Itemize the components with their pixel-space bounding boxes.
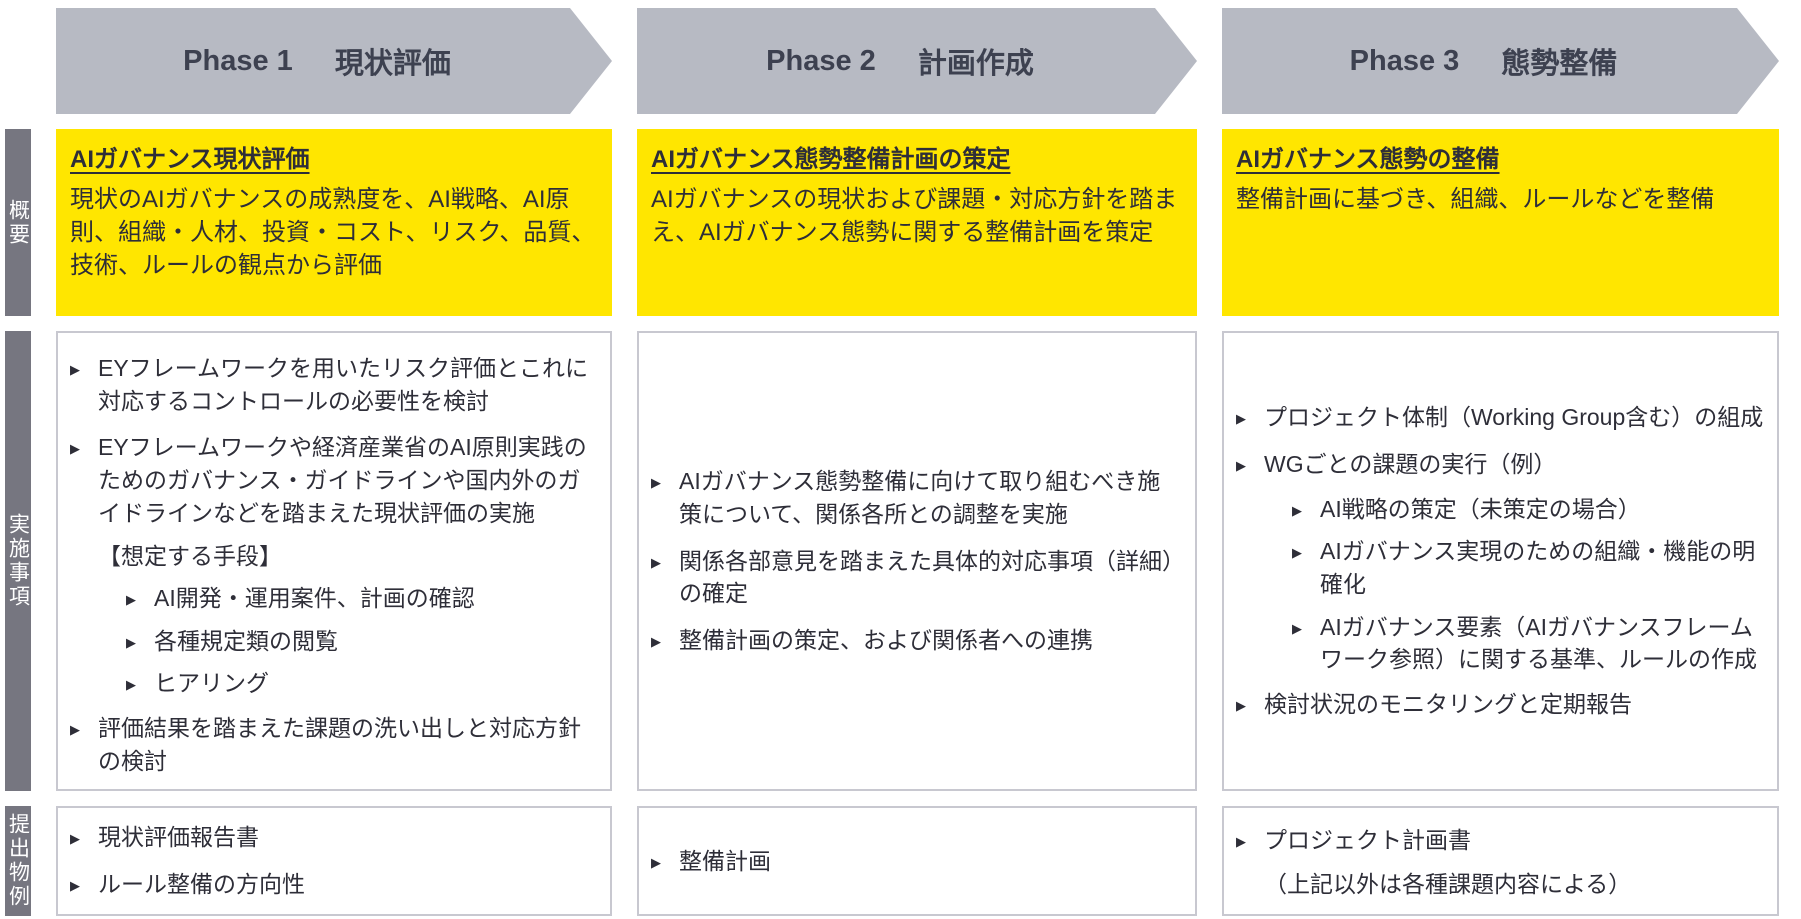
overview-box-phase1: AIガバナンス現状評価 現状のAIガバナンスの成熟度を、AI戦略、AI原則、組織… <box>56 129 612 316</box>
bullet-icon: ▶ <box>651 475 661 491</box>
item-text: AI開発・運用案件、計画の確認 <box>154 584 475 611</box>
item-text: 評価結果を踏まえた課題の洗い出しと対応方針の検討 <box>98 714 581 774</box>
list-item: ▶ 整備計画 <box>651 845 1183 878</box>
list-item: ▶ WGごとの課題の実行（例） <box>1236 448 1765 481</box>
overview-body-phase3: 整備計画に基づき、組織、ルールなどを整備 <box>1236 186 1715 213</box>
deliverables-box-phase2: ▶ 整備計画 <box>637 806 1197 916</box>
bullet-icon: ▶ <box>126 591 136 607</box>
list-item: ▶ ヒアリング <box>126 667 598 700</box>
row-label-overview: 概要 <box>5 129 31 316</box>
phase-2-label-ja: 計画作成 <box>917 48 1034 80</box>
item-text: 検討状況のモニタリングと定期報告 <box>1264 690 1632 717</box>
overview-box-phase2: AIガバナンス態勢整備計画の策定 AIガバナンスの現状および課題・対応方針を踏ま… <box>637 129 1197 316</box>
bullet-icon: ▶ <box>651 633 661 649</box>
overview-title-phase1: AIガバナンス現状評価 <box>70 146 310 173</box>
item-text: EYフレームワークを用いたリスク評価とこれに対応するコントロールの必要性を検討 <box>98 355 588 414</box>
list-item: ▶ EYフレームワークを用いたリスク評価とこれに対応するコントロールの必要性を検… <box>70 352 598 417</box>
item-text: （上記以外は各種課題内容による） <box>1264 871 1632 897</box>
overview-title-phase2: AIガバナンス態勢整備計画の策定 <box>651 146 1011 173</box>
implementation-box-phase3: ▶ プロジェクト体制（Working Group含む）の組成 ▶ WGごとの課題… <box>1222 331 1779 791</box>
list-item: ▶ プロジェクト計画書 <box>1236 824 1765 857</box>
item-text: 各種規定類の閲覧 <box>154 627 338 654</box>
list-item: ▶ AI戦略の策定（未策定の場合） <box>1292 493 1765 526</box>
implementation-box-phase1: ▶ EYフレームワークを用いたリスク評価とこれに対応するコントロールの必要性を検… <box>56 331 612 791</box>
item-text: AI戦略の策定（未策定の場合） <box>1320 495 1641 522</box>
list-item: ▶ AIガバナンス態勢整備に向けて取り組むべき施策について、関係各所との調整を実… <box>651 465 1183 530</box>
item-text: 【想定する手段】 <box>98 543 282 570</box>
item-text: ヒアリング <box>154 670 269 697</box>
item-text: AIガバナンス態勢整備に向けて取り組むべき施策について、関係各所との調整を実施 <box>679 468 1161 528</box>
item-text: AIガバナンス実現のための組織・機能の明確化 <box>1320 538 1756 597</box>
phase-1-chevron: Phase 1 現状評価 <box>56 8 612 114</box>
bullet-icon: ▶ <box>70 441 80 457</box>
bullet-icon: ▶ <box>70 878 80 893</box>
row-label-implementation: 実施事項 <box>5 331 31 791</box>
list-item: ▶ 【想定する手段】 <box>70 540 598 573</box>
list-item: ▶ プロジェクト体制（Working Group含む）の組成 <box>1236 401 1765 434</box>
list-item: ▶ （上記以外は各種課題内容による） <box>1236 868 1765 901</box>
item-text: ルール整備の方向性 <box>98 871 305 897</box>
phase-1-label-en: Phase 1 <box>183 44 293 77</box>
item-text: WGごとの課題の実行（例） <box>1264 451 1557 478</box>
phase-1-label-ja: 現状評価 <box>334 48 451 80</box>
item-text: プロジェクト計画書 <box>1264 827 1471 854</box>
item-text: EYフレームワークや経済産業省のAI原則実践のためのガバナンス・ガイドラインや国… <box>98 434 587 526</box>
item-text: 現状評価報告書 <box>98 824 259 851</box>
bullet-icon: ▶ <box>1292 502 1302 518</box>
implementation-box-phase2: ▶ AIガバナンス態勢整備に向けて取り組むべき施策について、関係各所との調整を実… <box>637 331 1197 791</box>
list-item: ▶ 整備計画の策定、および関係者への連携 <box>651 624 1183 657</box>
bullet-icon: ▶ <box>1236 411 1246 427</box>
item-text: 関係各部意見を踏まえた具体的対応事項（詳細）の確定 <box>679 547 1174 607</box>
phase-2-chevron: Phase 2 計画作成 <box>637 8 1197 114</box>
list-item: ▶ EYフレームワークや経済産業省のAI原則実践のためのガバナンス・ガイドライン… <box>70 431 598 529</box>
bullet-icon: ▶ <box>126 634 136 650</box>
bullet-icon: ▶ <box>1292 545 1302 561</box>
bullet-icon: ▶ <box>1236 697 1246 713</box>
list-item: ▶ 関係各部意見を踏まえた具体的対応事項（詳細）の確定 <box>651 545 1183 610</box>
list-item: ▶ AIガバナンス要素（AIガバナンスフレームワーク参照）に関する基準、ルールの… <box>1292 611 1765 676</box>
item-text: プロジェクト体制（Working Group含む）の組成 <box>1264 404 1764 431</box>
overview-title-phase3: AIガバナンス態勢の整備 <box>1236 146 1500 173</box>
bullet-icon: ▶ <box>126 677 136 693</box>
phase-3-label-ja: 態勢整備 <box>1501 48 1618 80</box>
bullet-icon: ▶ <box>651 554 661 570</box>
list-item: ▶ 各種規定類の閲覧 <box>126 625 598 658</box>
list-item: ▶ 検討状況のモニタリングと定期報告 <box>1236 688 1765 721</box>
phase-3-label-en: Phase 3 <box>1349 44 1460 77</box>
phase-2-label-en: Phase 2 <box>766 44 876 77</box>
phase-3-chevron: Phase 3 態勢整備 <box>1222 8 1779 114</box>
bullet-icon: ▶ <box>70 831 80 847</box>
bullet-icon: ▶ <box>70 721 80 737</box>
row-label-deliverables: 提出物例 <box>5 806 31 916</box>
item-text: 整備計画 <box>679 847 771 874</box>
bullet-icon: ▶ <box>1236 834 1246 850</box>
overview-body-phase1: 現状のAIガバナンスの成熟度を、AI戦略、AI原則、組織・人材、投資・コスト、リ… <box>70 186 596 280</box>
item-text: 整備計画の策定、および関係者への連携 <box>679 626 1093 653</box>
item-text: AIガバナンス要素（AIガバナンスフレームワーク参照）に関する基準、ルールの作成 <box>1320 613 1757 673</box>
bullet-icon: ▶ <box>1236 458 1246 474</box>
list-item: ▶ AI開発・運用案件、計画の確認 <box>126 582 598 615</box>
deliverables-box-phase3: ▶ プロジェクト計画書 ▶ （上記以外は各種課題内容による） <box>1222 806 1779 916</box>
bullet-icon: ▶ <box>1292 620 1302 636</box>
list-item: ▶ 現状評価報告書 <box>70 821 598 854</box>
overview-body-phase2: AIガバナンスの現状および課題・対応方針を踏まえ、AIガバナンス態勢に関する整備… <box>651 186 1178 247</box>
list-item: ▶ ルール整備の方向性 <box>70 868 598 901</box>
bullet-icon: ▶ <box>70 362 80 377</box>
overview-box-phase3: AIガバナンス態勢の整備 整備計画に基づき、組織、ルールなどを整備 <box>1222 129 1779 316</box>
list-item: ▶ AIガバナンス実現のための組織・機能の明確化 <box>1292 535 1765 600</box>
deliverables-box-phase1: ▶ 現状評価報告書 ▶ ルール整備の方向性 <box>56 806 612 916</box>
bullet-icon: ▶ <box>651 854 661 870</box>
list-item: ▶ 評価結果を踏まえた課題の洗い出しと対応方針の検討 <box>70 712 598 777</box>
